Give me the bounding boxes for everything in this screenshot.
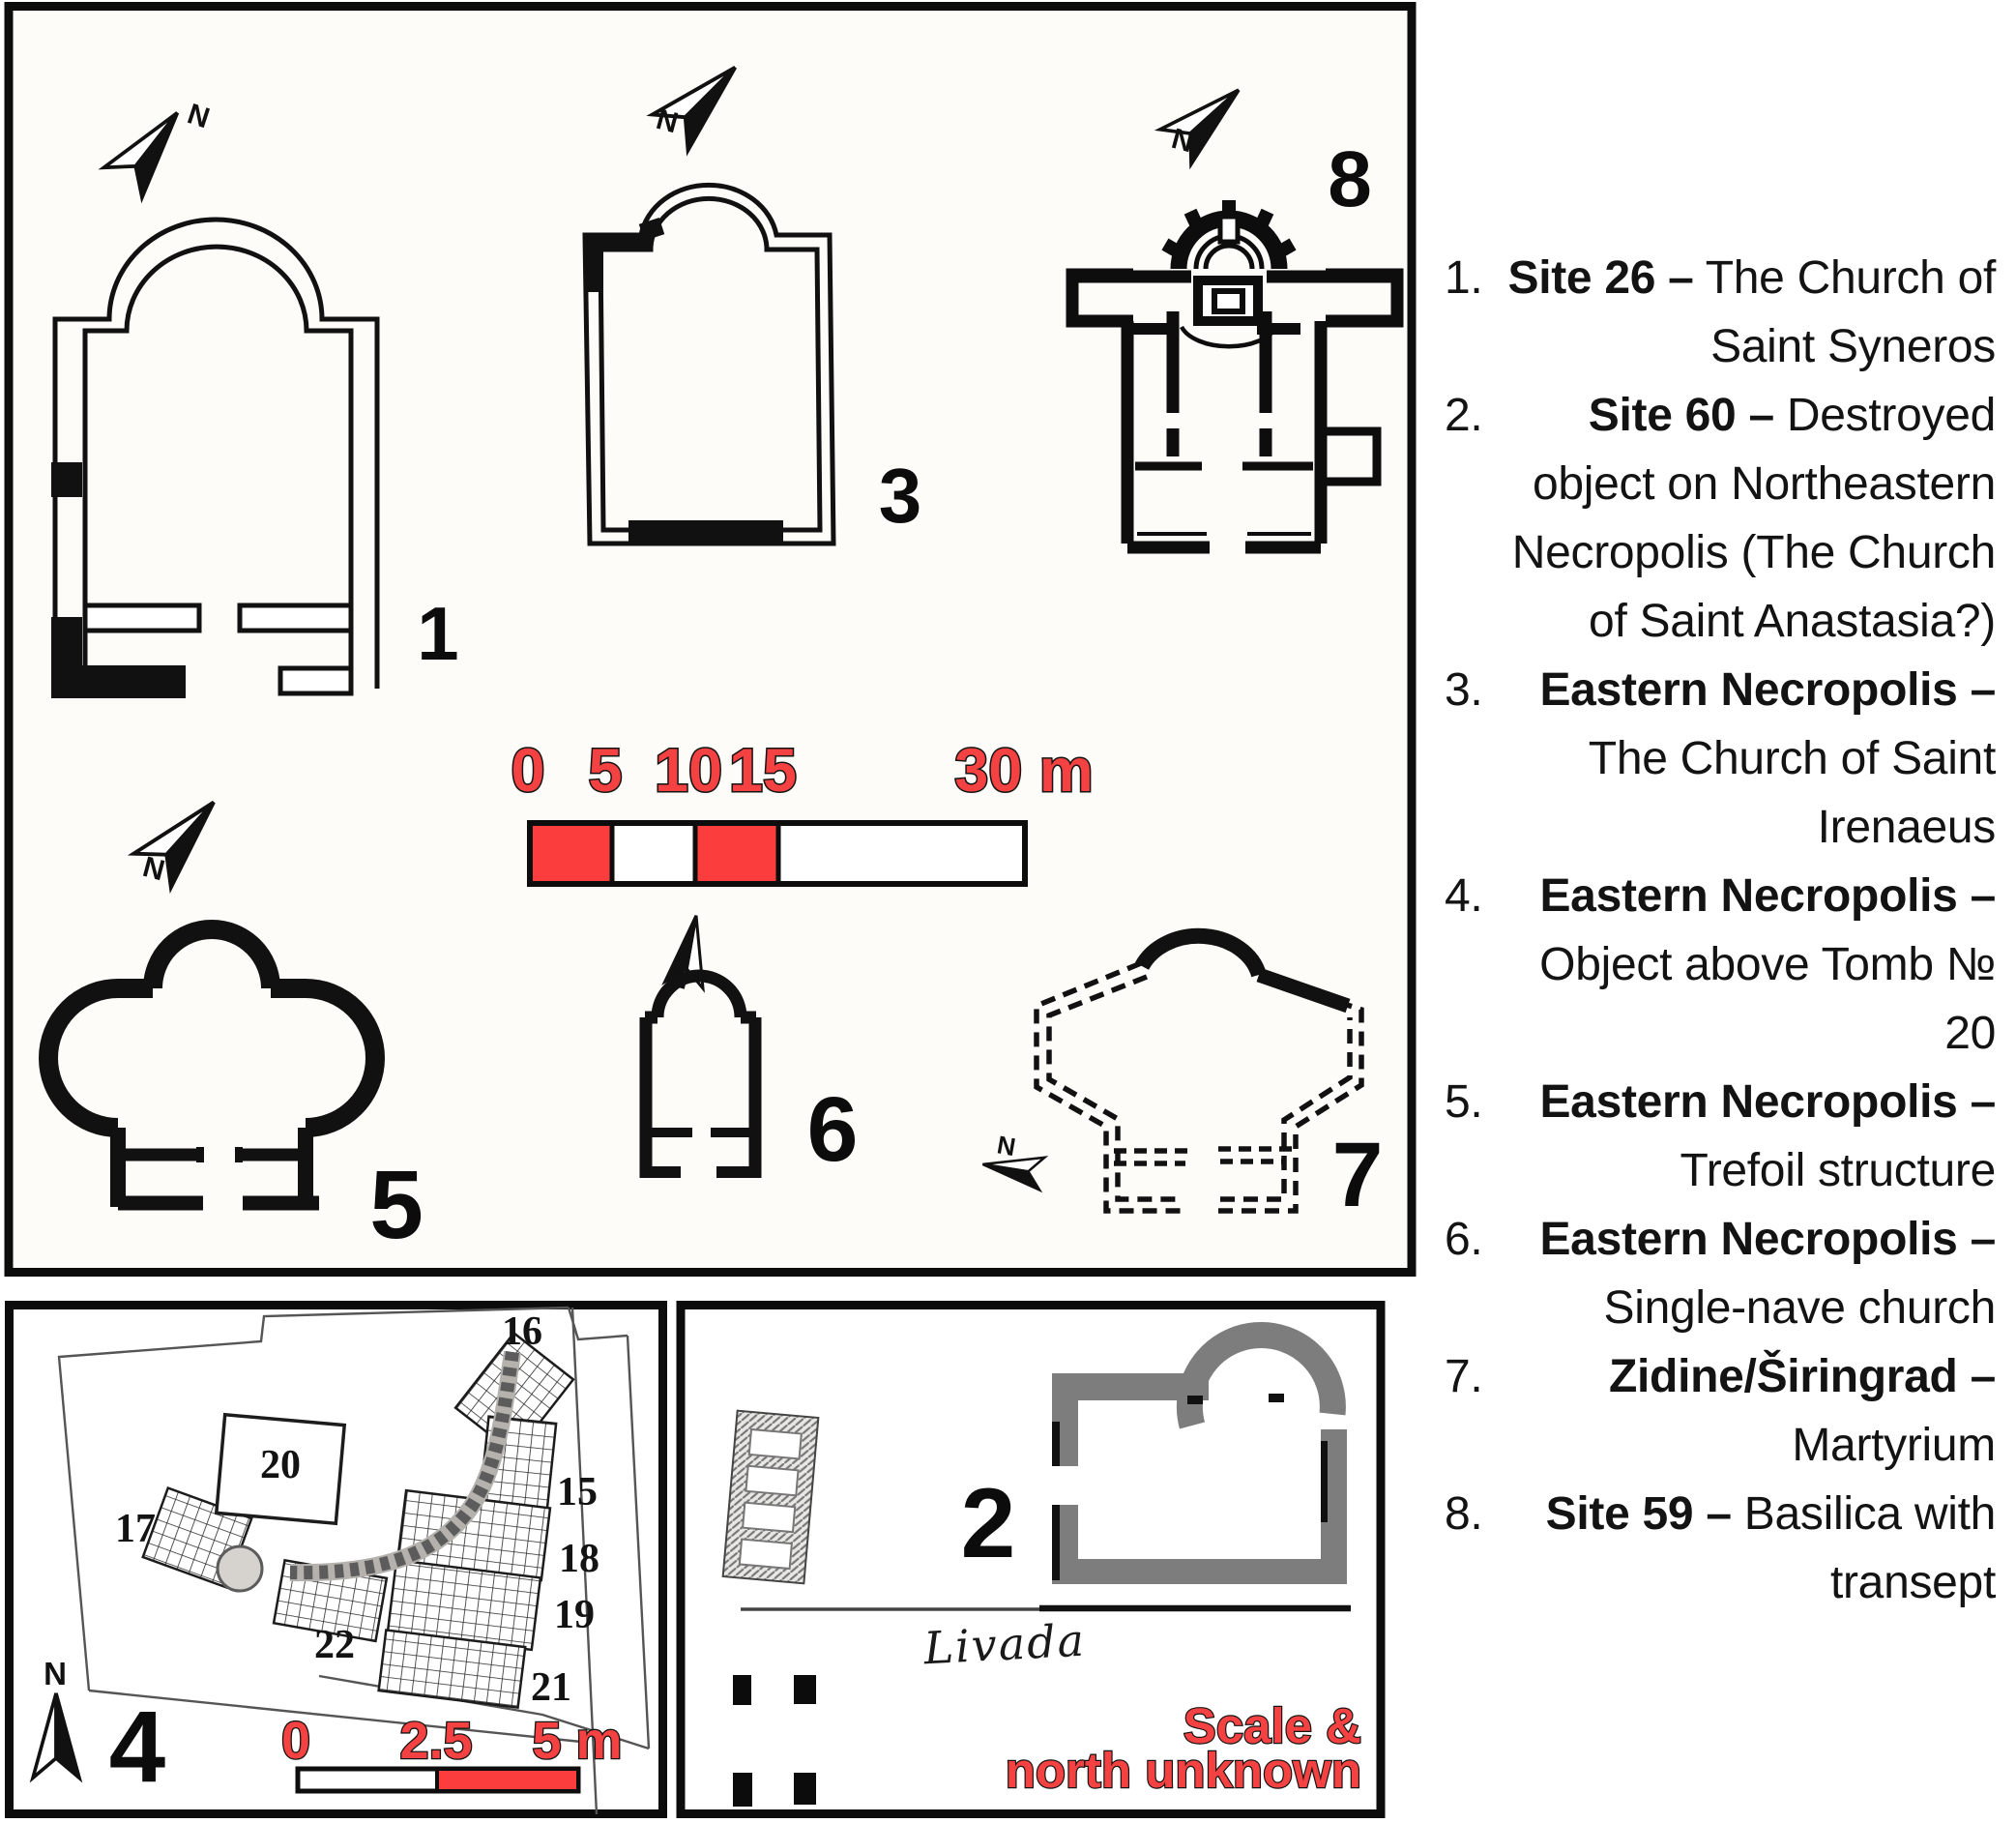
legend-item-3: 3. Eastern Necropolis – The Church of Sa… [1441,656,1996,862]
legend-item-text: Site 60 – Destroyed object on Northeaste… [1511,390,1997,647]
rubble-blob [216,1544,264,1593]
legend-item-number: 3. [1445,664,1483,716]
tomb-label-15: 15 [557,1470,598,1514]
chapel-apse [1176,1322,1346,1429]
scale-note-line1: Scale & [1183,1698,1361,1753]
north-label: N [44,1656,67,1691]
tomb-20-rect [214,1412,347,1526]
legend-item-text: Eastern Necropolis – Trefoil structure [1539,1076,1996,1196]
scale-label: 5 [588,737,622,805]
plan-2-number: 2 [961,1468,1016,1578]
legend-item-number: 5. [1445,1076,1483,1128]
legend-item-8: 8. Site 59 – Basilica with transept [1441,1480,1996,1617]
hatched-tomb [721,1409,820,1585]
scale-label: 2.5 [399,1712,472,1770]
legend-item-number: 7. [1445,1351,1483,1402]
legend-item-text: Eastern Necropolis – The Church of Saint… [1539,664,1996,853]
north-label: N [995,1130,1018,1161]
legend-item-number: 1. [1445,252,1483,304]
legend-item-6: 6. Eastern Necropolis – Single-nave chur… [1441,1205,1996,1342]
plan-6-number: 6 [807,1078,859,1181]
plan-3-church-saint-irenaeus [582,182,836,546]
legend-item-text: Site 59 – Basilica with transept [1545,1488,1997,1608]
livada-annotation: Livada [921,1614,1087,1675]
plan-1-number: 1 [417,591,458,676]
legend: 1. Site 26 – The Church of Saint Syneros… [1441,244,1996,1617]
legend-item-text: Zidine/Širingrad – Martyrium [1609,1351,1996,1471]
scale-label: 10 [655,737,722,805]
tomb-label-19: 19 [554,1593,595,1637]
legend-item-number: 2. [1445,390,1483,441]
scale-label: 30 m [954,737,1094,805]
scale-label: 0 [281,1712,310,1770]
plan-5-number: 5 [369,1151,424,1259]
plan-4-number: 4 [109,1691,165,1804]
tomb-label-16: 16 [502,1309,542,1354]
legend-item-number: 8. [1445,1488,1483,1540]
tomb-label-18: 18 [559,1537,599,1581]
legend-item-1: 1. Site 26 – The Church of Saint Syneros [1441,244,1996,381]
tomb-label-17: 17 [115,1507,156,1551]
tomb-label-21: 21 [531,1665,571,1710]
scale-bar-30m: 0 5 10 15 30 m [510,736,1095,887]
legend-item-7: 7. Zidine/Širingrad – Martyrium [1441,1342,1996,1480]
plan-1-church-saint-syneros [51,217,380,698]
pillar-squares [733,1675,816,1807]
plan-7-martyrium [1034,927,1364,1214]
scale-label: 0 [511,737,544,805]
plan-8-basilica-with-transept [1066,200,1404,554]
legend-item-number: 6. [1445,1214,1483,1265]
legend-item-2: 2. Site 60 – Destroyed object on Northea… [1441,381,1996,656]
plan-7-number: 7 [1332,1124,1384,1226]
tomb-labels: 16 20 17 15 18 19 21 22 [115,1309,599,1710]
scale-label: 5 m [532,1712,622,1770]
scale-label: 15 [729,737,797,805]
plan-5-trefoil-structure [39,920,385,1211]
rubble-wall-arc-stones [289,1351,519,1580]
legend-item-number: 4. [1445,870,1483,922]
plan-8-number: 8 [1328,135,1372,223]
chapel-black-accents [1052,1394,1328,1580]
legend-item-text: Eastern Necropolis – Object above Tomb №… [1539,870,1996,1059]
plan-3-number: 3 [879,453,922,539]
plan-6-single-nave-church [639,969,762,1178]
legend-item-5: 5. Eastern Necropolis – Trefoil structur… [1441,1068,1996,1205]
main-panel-frame [4,2,1417,1277]
legend-item-text: Site 26 – The Church of Saint Syneros [1507,252,1996,372]
legend-item-4: 4. Eastern Necropolis – Object above Tom… [1441,862,1996,1068]
scale-bar-5m: 0 2.5 5 m [280,1711,624,1794]
scale-note-line2: north unknown [1006,1743,1361,1798]
tomb-label-22: 22 [314,1623,355,1667]
tomb-label-20: 20 [260,1443,301,1487]
legend-item-text: Eastern Necropolis – Single-nave church [1539,1214,1996,1334]
